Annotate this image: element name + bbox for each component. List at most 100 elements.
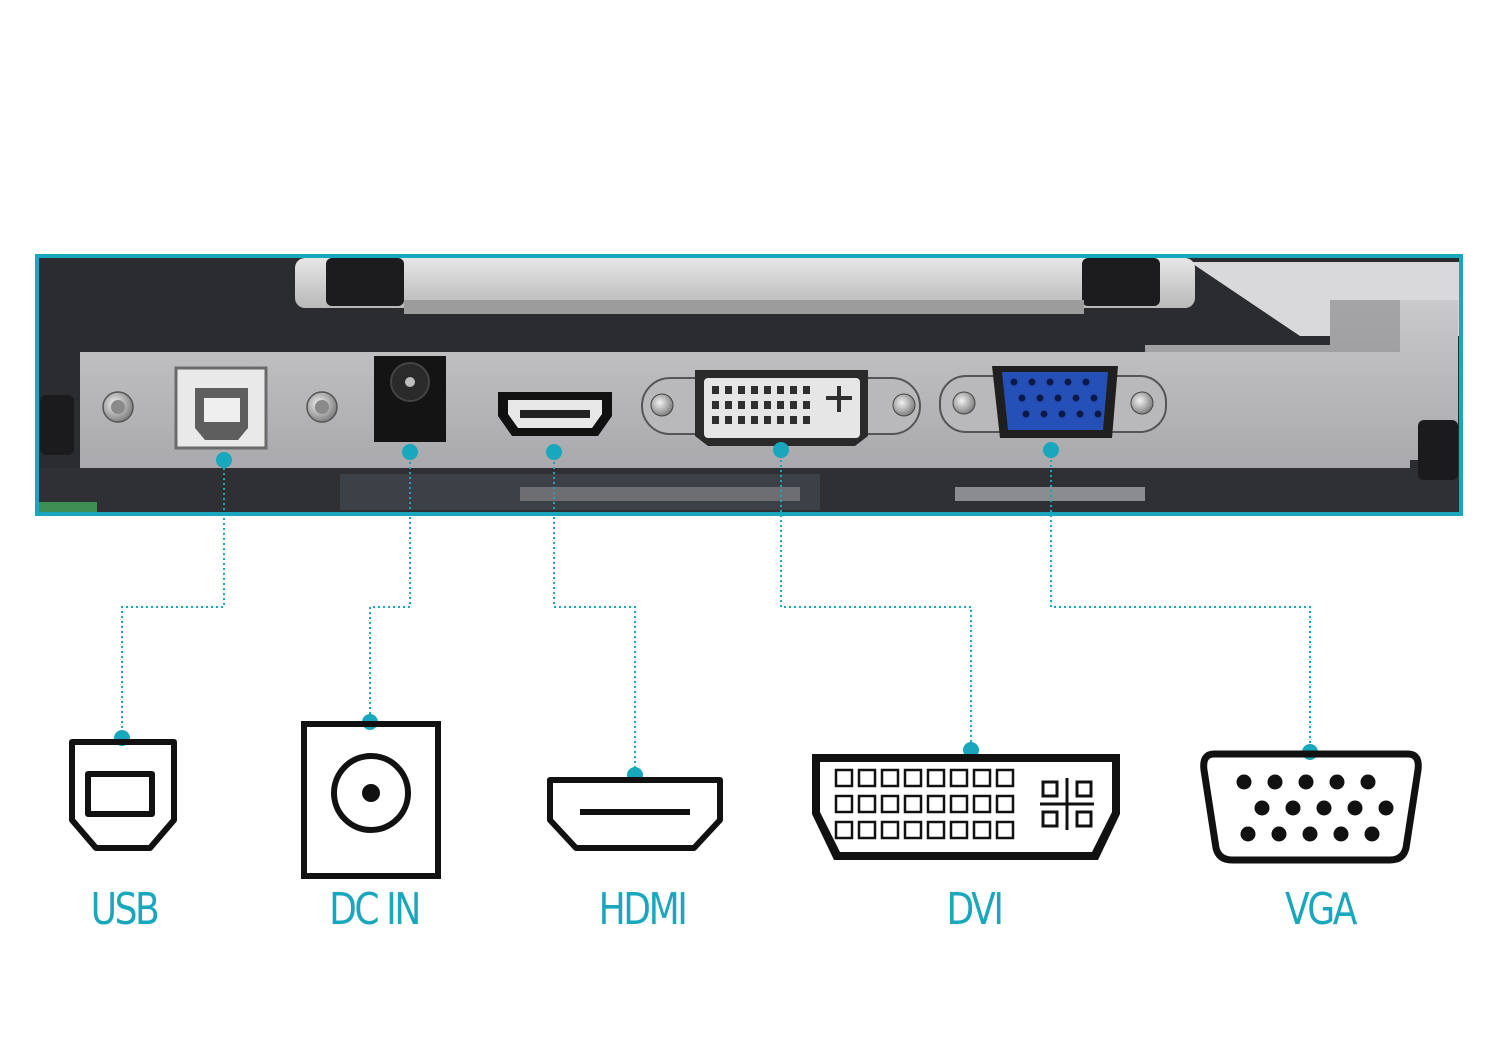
dvi-icon-pin	[926, 768, 946, 788]
dvi-icon-pin	[926, 820, 946, 840]
vga-icon-pin	[1254, 800, 1270, 816]
vga-icon-pin	[1302, 826, 1318, 842]
dvi-icon-pin	[903, 768, 923, 788]
vga-photo-pin	[1082, 378, 1090, 386]
vga-icon-pin	[1333, 826, 1349, 842]
usb-b-icon	[69, 739, 177, 851]
vga-photo-pin	[1046, 378, 1054, 386]
dvi-icon-pin	[880, 820, 900, 840]
dvi-photo-pin	[777, 386, 784, 394]
dvi-photo-blade	[837, 386, 841, 412]
leader-hdmi	[553, 452, 636, 773]
dvi-icon-pin	[857, 794, 877, 814]
dvi-icon	[812, 754, 1120, 860]
leader-dc	[369, 452, 411, 722]
screw-middle	[306, 391, 338, 423]
vga-icon-pin	[1329, 774, 1345, 790]
dvi-photo-pin	[764, 416, 771, 424]
dvi-photo-pin	[803, 386, 810, 394]
dvi-photo-pin	[751, 401, 758, 409]
dvi-icon-pin	[949, 768, 969, 788]
screw-left	[102, 391, 134, 423]
vga-icon-pin	[1267, 774, 1283, 790]
dvi-photo-pin	[764, 386, 771, 394]
dot-usb-top	[216, 452, 232, 468]
dvi-photo-pin	[738, 416, 745, 424]
label-usb: USB	[90, 884, 160, 935]
dot-dc-top	[402, 444, 418, 460]
vga-photo-pin	[1010, 378, 1018, 386]
dvi-icon-pin	[880, 794, 900, 814]
photo-frame	[35, 254, 1463, 516]
dot-vga-top	[1043, 442, 1059, 458]
vga-photo-pin	[1054, 394, 1062, 402]
monitor-rear-photo	[35, 254, 1463, 516]
dvi-photo-pin	[725, 401, 732, 409]
vga-photo-pin	[1058, 410, 1066, 418]
dvi-icon-pin	[995, 794, 1015, 814]
vga-icon-pin	[1271, 826, 1287, 842]
vga-icon-pin	[1364, 826, 1380, 842]
vga-icon-pin	[1316, 800, 1332, 816]
dvi-icon-pin	[995, 820, 1015, 840]
vga-icon-pin	[1347, 800, 1363, 816]
dvi-photo-pin	[725, 386, 732, 394]
label-dc-in: DC IN	[329, 884, 421, 935]
dvi-photo-pin	[803, 416, 810, 424]
vga-icon-pin	[1378, 800, 1394, 816]
dvi-icon-pin	[880, 768, 900, 788]
vga-photo-pin	[1022, 410, 1030, 418]
dot-dvi-top	[773, 442, 789, 458]
vga-photo-pin	[1040, 410, 1048, 418]
dvi-icon-pin	[995, 768, 1015, 788]
dvi-icon-pin	[926, 794, 946, 814]
vga-photo-pin	[1090, 394, 1098, 402]
dvi-photo-pin	[790, 386, 797, 394]
dvi-photo-pin	[751, 416, 758, 424]
dvi-photo-pin	[712, 416, 719, 424]
leader-dvi	[780, 450, 972, 748]
hdmi-port-photo	[498, 392, 612, 436]
dot-hdmi-top	[546, 444, 562, 460]
dvi-photo-pin	[790, 401, 797, 409]
dvi-icon-pin	[949, 794, 969, 814]
vga-photo-pin	[1064, 378, 1072, 386]
usb-port-photo	[174, 366, 268, 450]
dvi-icon-pin	[972, 768, 992, 788]
vga-icon-pin	[1236, 774, 1252, 790]
dvi-icon-pin	[834, 794, 854, 814]
vga-icon-pin	[1360, 774, 1376, 790]
dc-port-photo	[374, 356, 446, 442]
label-hdmi: HDMI	[598, 884, 688, 935]
dvi-photo-pin	[725, 416, 732, 424]
hdmi-icon	[547, 777, 723, 851]
dvi-photo-pin	[738, 386, 745, 394]
dvi-photo-pin	[777, 416, 784, 424]
dvi-icon-pin	[903, 794, 923, 814]
vga-icon-pin	[1298, 774, 1314, 790]
vga-photo-pin	[1076, 410, 1084, 418]
dc-in-icon	[301, 721, 441, 879]
dvi-icon-pin	[972, 794, 992, 814]
dvi-icon-pin	[834, 820, 854, 840]
dvi-photo-pin	[712, 386, 719, 394]
dvi-icon-pin	[857, 820, 877, 840]
dvi-icon-pin	[972, 820, 992, 840]
vga-port-photo	[939, 366, 1167, 438]
dvi-port-photo	[641, 370, 921, 446]
dvi-photo-pin	[764, 401, 771, 409]
dvi-photo-pin	[777, 401, 784, 409]
leader-vga	[1050, 450, 1311, 750]
dvi-photo-pin	[790, 416, 797, 424]
monitor-stand	[295, 258, 1195, 314]
dvi-photo-pin	[712, 401, 719, 409]
vga-icon-pin	[1285, 800, 1301, 816]
label-dvi: DVI	[946, 884, 1004, 935]
dvi-photo-pin	[803, 401, 810, 409]
dvi-photo-pin	[751, 386, 758, 394]
vga-photo-pin	[1018, 394, 1026, 402]
dvi-photo-pin	[738, 401, 745, 409]
vga-icon-pin	[1240, 826, 1256, 842]
dvi-icon-pin	[903, 820, 923, 840]
